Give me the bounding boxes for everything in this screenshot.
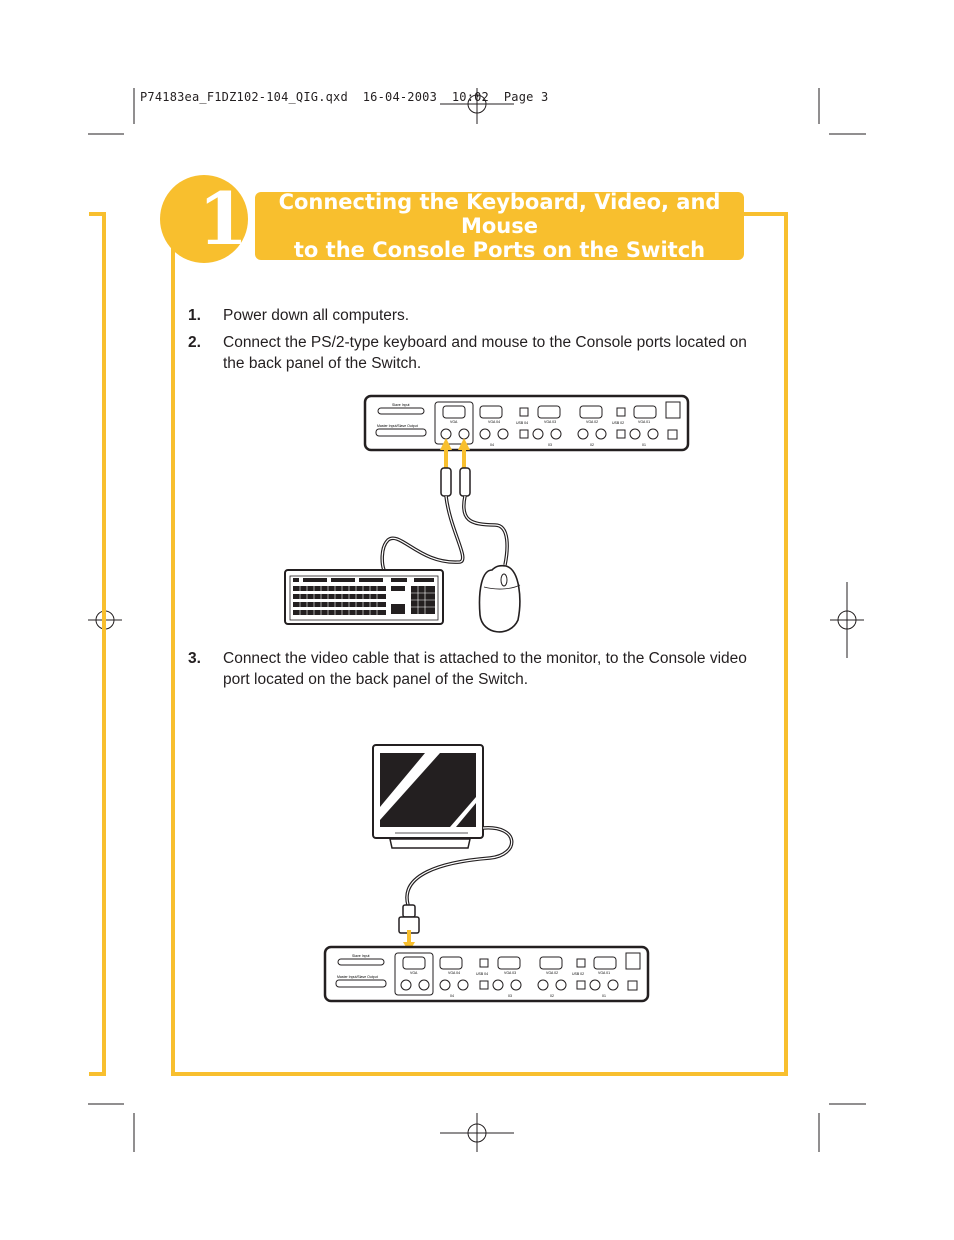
slug-time: 10:02 [451, 90, 489, 104]
vga-label-2: VGA [410, 971, 418, 975]
port-label-vga-03: VGA 03 [544, 420, 556, 424]
frame-bottom [171, 1072, 788, 1076]
frame-inner-left [171, 240, 175, 1076]
channel-03-2: 03 [508, 994, 512, 998]
port-label-vga-01-2: VGA 01 [598, 971, 610, 975]
frame-left-bar-vertical [102, 212, 106, 1076]
usb-label-04: USB 04 [516, 421, 528, 425]
port-label-vga-04: VGA 04 [488, 420, 500, 424]
channel-04-2: 04 [450, 994, 454, 998]
step-3: 3. Connect the video cable that is attac… [188, 648, 758, 692]
usb-label-02: USB 02 [612, 421, 624, 425]
slave-input-label-2: Slave Input [352, 954, 370, 958]
master-io-label: Master Input/Slave Output [377, 424, 418, 428]
kvm-switch-back-panel-2: Slave Input Master Input/Slave Output VG… [323, 945, 650, 1003]
slug-line: P74183ea_F1DZ102-104_QIG.qxd 16-04-2003 … [140, 90, 548, 104]
step-3-number: 3. [188, 650, 201, 667]
port-label-vga-04-2: VGA 04 [448, 971, 460, 975]
step-2-text: Connect the PS/2-type keyboard and mouse… [223, 334, 747, 372]
port-label-vga-02: VGA 02 [586, 420, 598, 424]
usb-label-04-2: USB 04 [476, 972, 488, 976]
keyboard-illustration [284, 569, 444, 625]
ps2-arrows [440, 438, 470, 468]
frame-top-right [740, 212, 788, 216]
vga-plug [398, 904, 420, 934]
usb-label-02-2: USB 02 [572, 972, 584, 976]
channel-02: 02 [590, 443, 594, 447]
section-title: Connecting the Keyboard, Video, and Mous… [255, 190, 744, 262]
title-line-2: to the Console Ports on the Switch [293, 238, 706, 262]
slug-date: 16-04-2003 [362, 90, 437, 104]
frame-right [784, 212, 788, 1076]
keyboard-mouse-illustration: Slave Input Master Input/Slave Output VG… [284, 394, 690, 633]
frame-left-bar [89, 212, 105, 216]
title-line-1: Connecting the Keyboard, Video, and Mous… [278, 190, 721, 238]
channel-02-2: 02 [550, 994, 554, 998]
slug-page: Page 3 [503, 90, 549, 104]
channel-03: 03 [548, 443, 552, 447]
channel-04: 04 [490, 443, 494, 447]
channel-01: 01 [642, 443, 646, 447]
kvm-switch-back-panel: Slave Input Master Input/Slave Output VG… [363, 394, 690, 452]
channel-01-2: 01 [602, 994, 606, 998]
port-label-vga-01: VGA 01 [638, 420, 650, 424]
slug-filename: P74183ea_F1DZ102-104_QIG.qxd [140, 90, 348, 104]
step-number-badge: 1 [160, 175, 248, 263]
slave-input-label: Slave Input [392, 403, 410, 407]
step-2-number: 2. [188, 334, 201, 351]
port-label-vga-03-2: VGA 03 [504, 971, 516, 975]
vga-label: VGA [450, 420, 458, 424]
frame-left-bar-bottom [89, 1072, 105, 1076]
step-1: 1. Power down all computers. [188, 305, 758, 327]
step-number: 1 [198, 176, 249, 261]
mouse-illustration [478, 564, 521, 633]
monitor-illustration: Slave Input Master Input/Slave Output VG… [323, 744, 650, 1003]
port-label-vga-02-2: VGA 02 [546, 971, 558, 975]
step-3-text: Connect the video cable that is attached… [223, 650, 747, 688]
step-2: 2. Connect the PS/2-type keyboard and mo… [188, 332, 758, 376]
master-io-label-2: Master Input/Slave Output [337, 975, 378, 979]
monitor [372, 744, 484, 849]
step-1-text: Power down all computers. [223, 307, 410, 324]
step-1-number: 1. [188, 307, 201, 324]
